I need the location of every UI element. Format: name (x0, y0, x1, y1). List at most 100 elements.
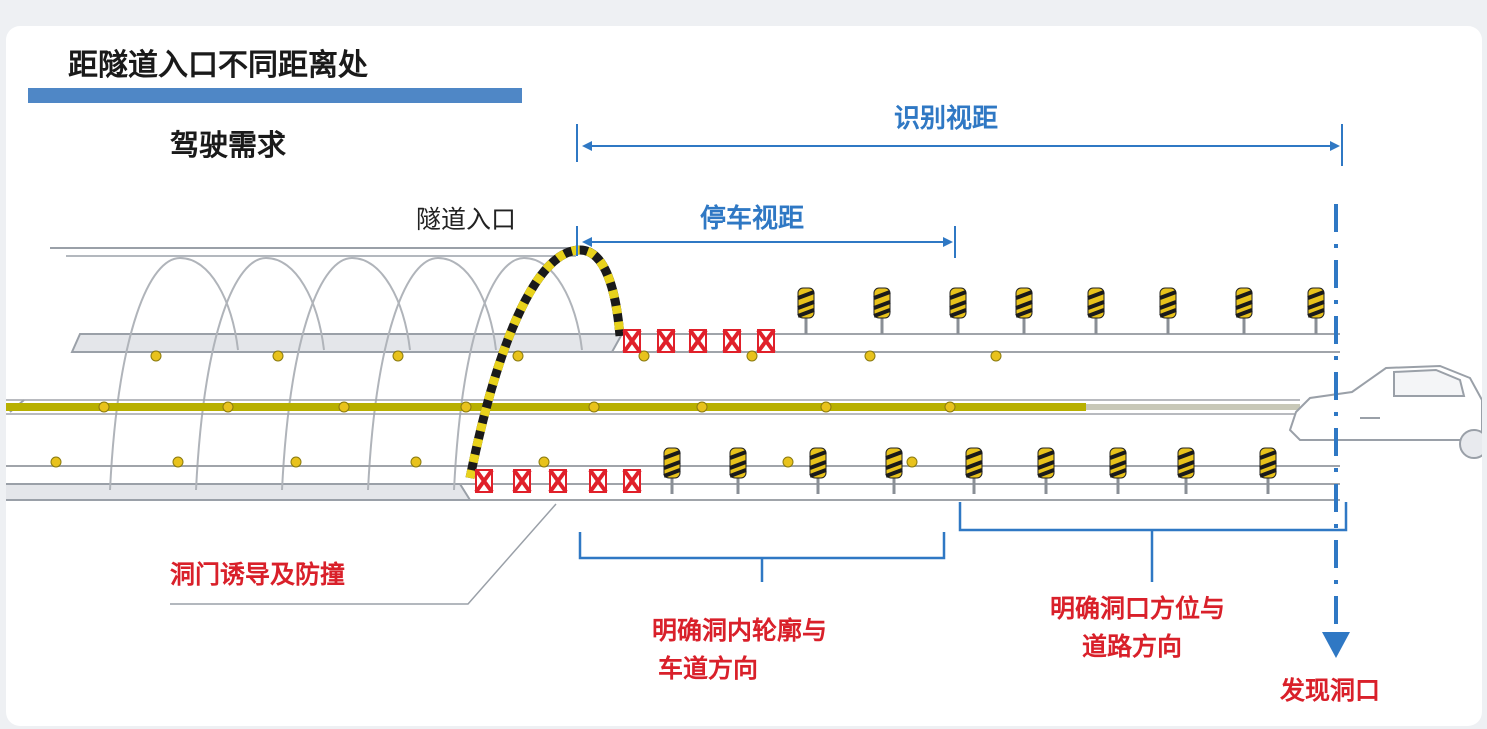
delineator-post (809, 447, 827, 494)
delineator-post (797, 287, 815, 334)
road-stud (50, 456, 62, 468)
post-stripes (1235, 290, 1253, 318)
delineator-post (949, 287, 967, 334)
road-stud (172, 456, 184, 468)
checker-cross (756, 328, 776, 354)
tunnel-arch (281, 256, 411, 491)
tunnel-arch (367, 256, 497, 491)
checker-marker (622, 468, 642, 494)
center-line (6, 403, 1086, 411)
checker-cross (688, 328, 708, 354)
post-stripes (1087, 290, 1105, 318)
tunnel-entrance-label: 隧道入口 (416, 205, 517, 234)
checker-cross (548, 468, 568, 494)
post-stripes (873, 290, 891, 318)
delineator-post (1259, 447, 1277, 494)
delineator-post (1159, 287, 1177, 334)
inner-outline-label-2: 车道方向 (658, 654, 759, 683)
tunnel-arch (195, 256, 325, 491)
road-stud (746, 350, 758, 362)
portal-guidance-label: 洞门诱导及防撞 (170, 560, 346, 589)
tunnel-diagram (6, 88, 1482, 658)
delineator-post (1109, 447, 1127, 494)
delineator-post (885, 447, 903, 494)
recognition-distance-arrow (576, 124, 1343, 166)
delineator-post (663, 447, 681, 494)
checker-cross (656, 328, 676, 354)
road-stud (638, 350, 650, 362)
checker-cross (512, 468, 532, 494)
road-stud (410, 456, 422, 468)
find-portal-line (1322, 204, 1350, 658)
delineator-post (873, 287, 891, 334)
road-stud (820, 401, 832, 413)
checker-marker (688, 328, 708, 354)
checker-marker (722, 328, 742, 354)
subtitle: 驾驶需求 (170, 128, 287, 162)
checker-cross (588, 468, 608, 494)
road-stud (272, 350, 284, 362)
brace-inner (578, 532, 946, 582)
page-title: 距隧道入口不同距离处 (68, 48, 368, 83)
checker-cross (622, 468, 642, 494)
checker-marker (548, 468, 568, 494)
road-stud (290, 456, 302, 468)
checker-cross (722, 328, 742, 354)
tunnel-body (6, 247, 624, 501)
road-stud (588, 401, 600, 413)
checker-cross (474, 468, 494, 494)
road-stud (944, 401, 956, 413)
delineator-post (1015, 287, 1033, 334)
delineator-post (1177, 447, 1195, 494)
post-stripes (663, 450, 681, 478)
post-stripes (1037, 450, 1055, 478)
impact-markers (474, 328, 776, 494)
post-stripes (885, 450, 903, 478)
post-stripes (1307, 290, 1325, 318)
checker-marker (656, 328, 676, 354)
road-studs (50, 350, 1002, 468)
post-stripes (1177, 450, 1195, 478)
road-stud (460, 401, 472, 413)
portal-direction-label-2: 道路方向 (1082, 632, 1183, 661)
road-stud (906, 456, 918, 468)
diagram-card: 距隧道入口不同距离处 驾驶需求 隧道入口 识别视距 停车视距 洞门诱导及防撞 明… (6, 26, 1482, 726)
road-stud (512, 350, 524, 362)
tunnel-arch (109, 256, 239, 491)
inner-outline-label-1: 明确洞内轮廓与 (652, 616, 828, 645)
road-stud (98, 401, 110, 413)
stopping-distance-arrow (576, 226, 956, 258)
post-stripes (949, 290, 967, 318)
checker-marker (474, 468, 494, 494)
car-icon (1288, 364, 1482, 459)
delineator-posts (663, 287, 1325, 494)
stopping-distance-label: 停车视距 (700, 204, 805, 234)
brace-portal (958, 502, 1348, 582)
road-stud (150, 350, 162, 362)
checker-marker (756, 328, 776, 354)
portal-direction-label-1: 明确洞口方位与 (1050, 594, 1226, 623)
road-stud (782, 456, 794, 468)
guidance-leader (170, 503, 557, 605)
delineator-post (1307, 287, 1325, 334)
checker-marker (622, 328, 642, 354)
checker-cross (622, 328, 642, 354)
post-stripes (729, 450, 747, 478)
post-stripes (1109, 450, 1127, 478)
delineator-post (1235, 287, 1253, 334)
road-stud (222, 401, 234, 413)
delineator-post (1037, 447, 1055, 494)
road-stud (392, 350, 404, 362)
checker-marker (512, 468, 532, 494)
find-portal-label: 发现洞口 (1280, 676, 1381, 705)
post-stripes (809, 450, 827, 478)
road-stud (538, 456, 550, 468)
post-stripes (1159, 290, 1177, 318)
road-stud (990, 350, 1002, 362)
recognition-distance-label: 识别视距 (894, 104, 999, 134)
post-stripes (1015, 290, 1033, 318)
center-line-fade (1086, 404, 1300, 410)
post-stripes (1259, 450, 1277, 478)
post-stripes (797, 290, 815, 318)
checker-marker (588, 468, 608, 494)
